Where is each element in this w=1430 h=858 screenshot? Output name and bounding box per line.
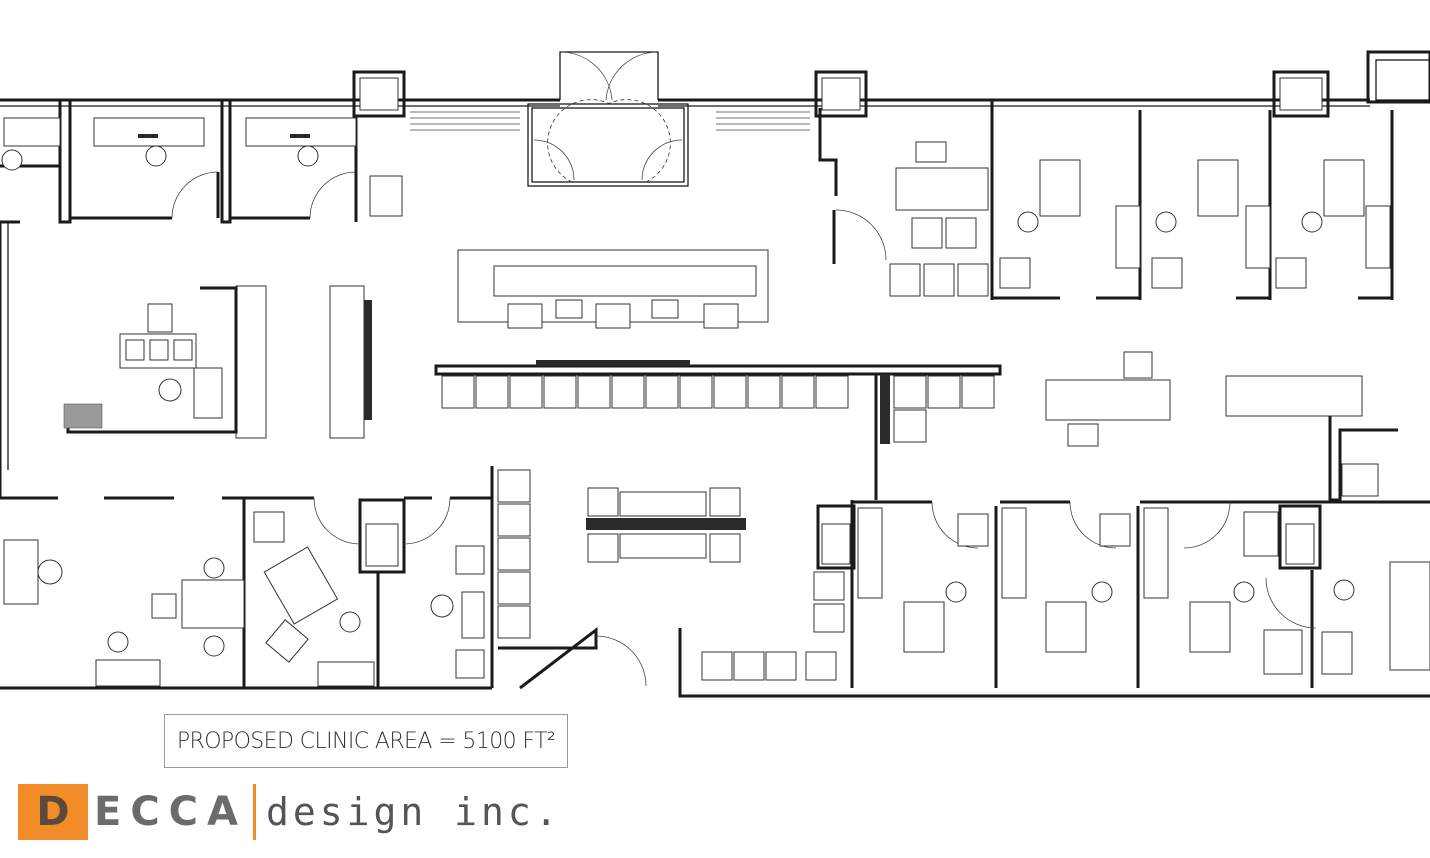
decca-logo: D ECCA design inc. [18, 784, 562, 840]
exterior-wall-top [0, 98, 1370, 131]
exam-rooms-top-right [818, 100, 1394, 300]
central-seating-row [434, 360, 1002, 500]
middle-waiting-cluster [490, 466, 1430, 698]
nurse-station [1045, 351, 1398, 502]
top-left-offices [0, 98, 403, 224]
entry-vestibule [527, 51, 689, 187]
logo-tagline: design inc. [266, 790, 562, 834]
clinic-area-text: PROPOSED CLINIC AREA = 5100 FT² [176, 728, 556, 754]
logo-wordmark: ECCA [94, 789, 247, 835]
logo-orange-box: D [18, 784, 88, 840]
clinic-area-label: PROPOSED CLINIC AREA = 5100 FT² [164, 714, 568, 768]
reception-desk [457, 249, 769, 329]
structural-columns [352, 50, 1430, 574]
logo-divider [253, 784, 256, 840]
lower-left-rooms [0, 496, 492, 690]
logo-first-letter: D [36, 789, 70, 835]
waiting-lounge-left [63, 285, 372, 439]
exam-rooms-lower-right [850, 500, 1430, 688]
